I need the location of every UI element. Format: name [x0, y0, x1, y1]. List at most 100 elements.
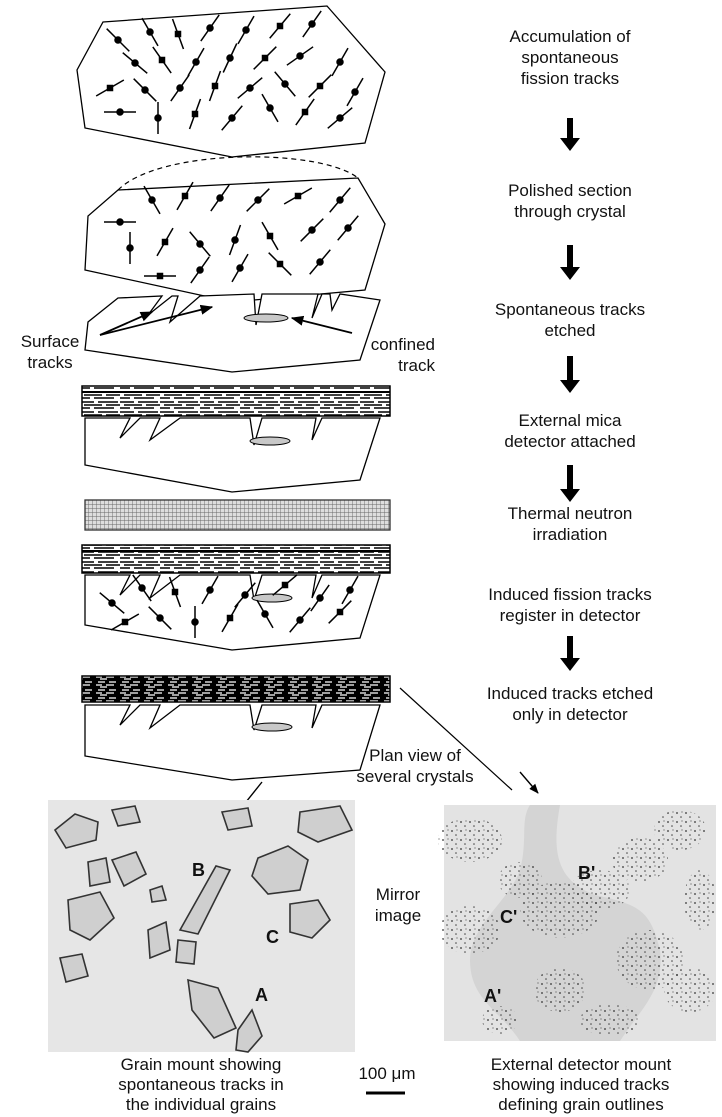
- scale-label: 100 μm: [352, 1063, 422, 1084]
- fission-track-center: [255, 197, 261, 203]
- fission-track-center: [142, 87, 148, 93]
- fission-track-center: [117, 109, 123, 115]
- fission-track-center: [147, 29, 153, 35]
- fission-track-center: [108, 86, 113, 91]
- fission-track-center: [345, 225, 351, 231]
- fission-track-center: [197, 241, 203, 247]
- fission-track-center: [297, 617, 303, 623]
- fission-track-center: [157, 615, 163, 621]
- crystal-6: [85, 705, 380, 780]
- fission-track-center: [173, 590, 178, 595]
- print-label-a-prime: A': [484, 986, 501, 1007]
- confined-track-label: confinedtrack: [345, 334, 435, 376]
- fission-track-center: [278, 24, 283, 29]
- induced-track-patch: [482, 1006, 518, 1034]
- fission-track-center: [317, 259, 323, 265]
- grain-label-c: C: [266, 927, 279, 948]
- plan-view-label: Plan view ofseveral crystals: [340, 745, 490, 787]
- fission-track-center: [132, 60, 138, 66]
- fission-track-center: [192, 619, 198, 625]
- induced-track-patch: [654, 810, 706, 850]
- fission-track-center: [242, 592, 248, 598]
- fission-track-center: [158, 274, 163, 279]
- fission-track-center: [227, 55, 233, 61]
- fission-track-center: [237, 265, 243, 271]
- mica-detector-1: [82, 386, 390, 416]
- fission-track-center: [217, 195, 223, 201]
- step-3-text: Spontaneous tracksetched: [440, 299, 700, 341]
- grain-mount-photo: [48, 800, 355, 1052]
- down-arrow-4: [560, 465, 580, 502]
- fission-track-center: [303, 110, 308, 115]
- fission-track-center: [247, 85, 253, 91]
- induced-track-patch: [684, 870, 716, 930]
- fission-track-center: [123, 620, 128, 625]
- fission-track-center: [176, 32, 181, 37]
- down-arrow-5: [560, 636, 580, 671]
- fission-track-center: [243, 27, 249, 33]
- fission-track-center: [337, 197, 343, 203]
- down-arrow-2: [560, 245, 580, 280]
- print-label-c-prime: C': [500, 907, 517, 928]
- induced-track-patch: [438, 818, 502, 862]
- external-detector-photo: [438, 805, 716, 1041]
- induced-track-patch: [612, 838, 668, 882]
- fission-track-center: [109, 600, 115, 606]
- grain-outline: [60, 954, 88, 982]
- fission-track-center: [278, 262, 283, 267]
- fission-track-center: [317, 595, 323, 601]
- fission-track-center: [228, 616, 233, 621]
- fission-track-center: [318, 84, 323, 89]
- crystal-1: [77, 6, 385, 157]
- fission-track-center: [193, 59, 199, 65]
- fission-track-center: [207, 25, 213, 31]
- fission-track-center: [117, 219, 123, 225]
- fission-track-center: [207, 587, 213, 593]
- grain-outline: [112, 806, 140, 826]
- fission-track-center: [127, 245, 133, 251]
- fission-track-center: [139, 585, 145, 591]
- fission-track-center: [337, 115, 343, 121]
- crystal-2-polished: [85, 157, 385, 302]
- fission-track-center: [337, 59, 343, 65]
- fission-track-center: [283, 583, 288, 588]
- mica-detector-3-etched: [82, 676, 390, 702]
- fission-track-center: [262, 611, 268, 617]
- fission-track-center: [155, 115, 161, 121]
- fission-track-center: [115, 37, 121, 43]
- induced-track-patch: [580, 1004, 640, 1036]
- induced-track-patch: [534, 968, 586, 1012]
- fission-track-center: [183, 194, 188, 199]
- fission-track-center: [213, 84, 218, 89]
- fission-track-center: [197, 267, 203, 273]
- fission-track-center: [309, 21, 315, 27]
- fission-track-center: [338, 610, 343, 615]
- fission-track-center: [263, 56, 268, 61]
- fission-track-center: [309, 227, 315, 233]
- down-arrow-1: [560, 118, 580, 151]
- crystal-5-irradiated: [85, 575, 380, 650]
- fission-track-center: [296, 194, 301, 199]
- mica-detector-2: [82, 545, 390, 573]
- arrow-to-detector-photo: [520, 772, 538, 793]
- fission-track-center: [229, 115, 235, 121]
- grain-label-a: A: [255, 985, 268, 1006]
- fission-track-center: [268, 234, 273, 239]
- fission-track-center: [232, 237, 238, 243]
- fission-track-center: [297, 53, 303, 59]
- induced-track-patch: [664, 968, 716, 1012]
- grain-outline: [88, 858, 110, 886]
- down-arrow-3: [560, 356, 580, 393]
